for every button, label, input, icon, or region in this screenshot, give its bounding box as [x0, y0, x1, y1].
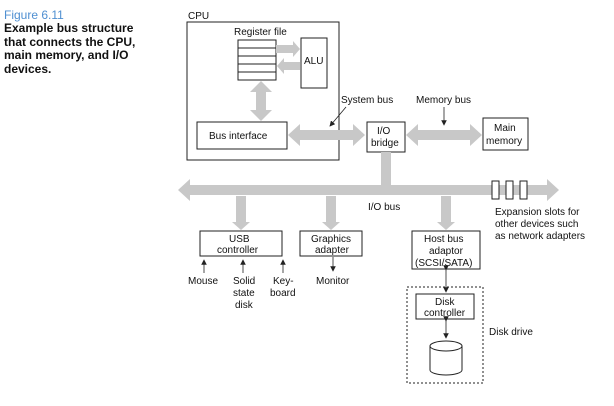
expansion-slots-label-line: as network adapters: [495, 231, 585, 242]
io-bridge-label-line: I/O: [377, 126, 391, 137]
register-file-label: Register file: [234, 27, 287, 38]
disk-controller-label-line: controller: [424, 308, 466, 319]
solid-state-disk-label-line: Solid: [233, 276, 255, 287]
io-bridge-label-line: bridge: [371, 138, 399, 149]
host-bus-adaptor-label-line: adaptor: [429, 246, 464, 257]
disk-cylinder-icon: [429, 340, 463, 376]
usb-controller-label-line: controller: [217, 245, 259, 256]
disk-drive-label: Disk drive: [489, 327, 533, 338]
caption-line: that connects the CPU,: [4, 34, 136, 49]
bus-interface-label: Bus interface: [209, 131, 268, 142]
alu-label: ALU: [304, 56, 323, 67]
cpu-label: CPU: [188, 11, 209, 22]
mouse-label: Mouse: [188, 276, 218, 287]
system-bus-arrow: [288, 124, 365, 146]
expansion-slots-label-line: Expansion slots for: [495, 207, 580, 218]
host-bus-drop-arrow: [437, 196, 455, 230]
usb-controller-label-line: USB: [229, 234, 250, 245]
disk-controller-box: [415, 293, 475, 320]
graphics-adapter-label-line: adapter: [315, 245, 350, 256]
register-file: [237, 39, 277, 81]
host-bus-adaptor-label-line: (SCSI/SATA): [415, 258, 472, 269]
solid-state-disk-label-line: state: [233, 288, 255, 299]
graphics-adapter-label-line: Graphics: [311, 234, 351, 245]
graphics-drop-arrow: [322, 196, 340, 230]
memory-bus-arrow: [406, 124, 482, 146]
main-memory-label-line: memory: [486, 136, 522, 147]
usb-drop-arrow: [232, 196, 250, 230]
bridge-to-io-bus-link: [381, 152, 391, 185]
bus-interface-box: [196, 121, 288, 150]
register-bus-interface-arrow: [250, 81, 272, 121]
io-bus-arrow: [178, 179, 559, 201]
expansion-slots: [491, 180, 528, 200]
usb-controller-box: [199, 230, 283, 257]
register-to-alu-arrow: [276, 41, 300, 57]
monitor-label: Monitor: [316, 276, 350, 287]
caption-line: devices.: [4, 61, 52, 76]
alu-to-register-arrow: [277, 58, 300, 74]
caption-line: Example bus structure: [4, 21, 134, 35]
keyboard-label-line: Key-: [273, 276, 294, 287]
graphics-adapter-box: [299, 230, 363, 257]
system-bus-label: System bus: [341, 95, 393, 106]
solid-state-disk-label-line: disk: [235, 300, 254, 311]
io-bridge-box: [366, 121, 406, 153]
cpu-box: [186, 21, 340, 161]
memory-bus-label: Memory bus: [416, 95, 471, 106]
expansion-slots-label-line: other devices such: [495, 219, 578, 230]
disk-controller-label-line: Disk: [435, 297, 455, 308]
figure-number: Figure 6.11: [4, 8, 64, 22]
io-bus-label: I/O bus: [368, 202, 400, 213]
keyboard-label-line: board: [270, 288, 296, 299]
caption-line: main memory, and I/O: [4, 48, 129, 62]
host-bus-adaptor-label-line: Host bus: [424, 234, 463, 245]
figure-caption: Figure 6.11 Example bus structure that c…: [4, 8, 164, 76]
system-bus-pointer: [329, 106, 347, 127]
main-memory-box: [482, 117, 529, 151]
main-memory-label-line: Main: [494, 123, 516, 134]
alu-box: [300, 37, 328, 89]
